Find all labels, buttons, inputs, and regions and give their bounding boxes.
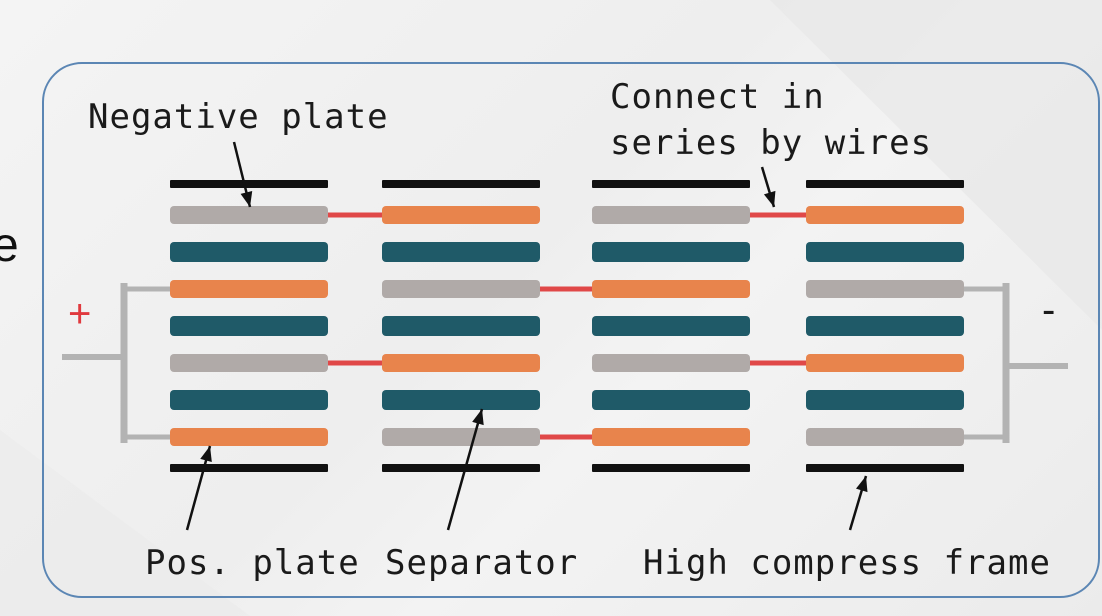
positive-plate — [806, 354, 964, 372]
series-wire-arrow-head — [763, 190, 776, 207]
positive-plate — [382, 354, 540, 372]
wires-layer — [62, 212, 1068, 443]
negative-plate — [592, 354, 750, 372]
negative-plate-arrow-head — [240, 191, 253, 207]
negative-plate — [806, 280, 964, 298]
separator-plate — [806, 242, 964, 262]
negative-terminal-sign: - — [1042, 288, 1056, 332]
negative-plate — [382, 428, 540, 446]
compress-frame-bar — [170, 464, 328, 472]
compress-frame-bar — [170, 180, 328, 188]
separator-plate — [806, 316, 964, 336]
positive-plate — [592, 280, 750, 298]
separator-arrow-head — [472, 409, 484, 426]
negative-plate — [170, 206, 328, 224]
separator-plate — [806, 390, 964, 410]
connect-series-label-line1: Connect in — [610, 77, 825, 117]
separator-plate — [592, 390, 750, 410]
positive-plate — [382, 206, 540, 224]
separator-arrow-line — [446, 408, 484, 531]
high-compress-frame-label: High compress frame — [643, 543, 1051, 583]
compress-frame-bar — [382, 180, 540, 188]
frame-arrow-head — [855, 476, 868, 493]
negative-plate-label: Negative plate — [88, 97, 389, 137]
arrows-layer — [185, 141, 868, 531]
separator-plate — [592, 316, 750, 336]
separator-plate — [592, 242, 750, 262]
diagram-frame — [42, 62, 1100, 598]
cropped-edge-text: e — [0, 219, 19, 272]
positive-terminal-sign: + — [68, 292, 92, 336]
compress-frame-bar — [806, 464, 964, 472]
separator-plate — [382, 316, 540, 336]
separator-plate — [170, 390, 328, 410]
positive-plate — [592, 428, 750, 446]
positive-plate — [806, 206, 964, 224]
negative-plate — [592, 206, 750, 224]
separator-plate — [170, 242, 328, 262]
separator-plate — [382, 390, 540, 410]
connect-series-label-line2: series by wires — [610, 123, 933, 163]
separator-plate — [170, 316, 328, 336]
plates-layer — [170, 180, 964, 472]
positive-plate — [170, 280, 328, 298]
pos-plate-label: Pos. plate — [145, 543, 360, 583]
pos-plate-arrow-head — [200, 446, 212, 463]
separator-plate — [382, 242, 540, 262]
compress-frame-bar — [806, 180, 964, 188]
positive-plate — [170, 428, 328, 446]
compress-frame-bar — [592, 464, 750, 472]
negative-plate — [382, 280, 540, 298]
negative-plate — [170, 354, 328, 372]
negative-plate — [806, 428, 964, 446]
compress-frame-bar — [382, 464, 540, 472]
separator-label: Separator — [385, 543, 579, 583]
compress-frame-bar — [592, 180, 750, 188]
